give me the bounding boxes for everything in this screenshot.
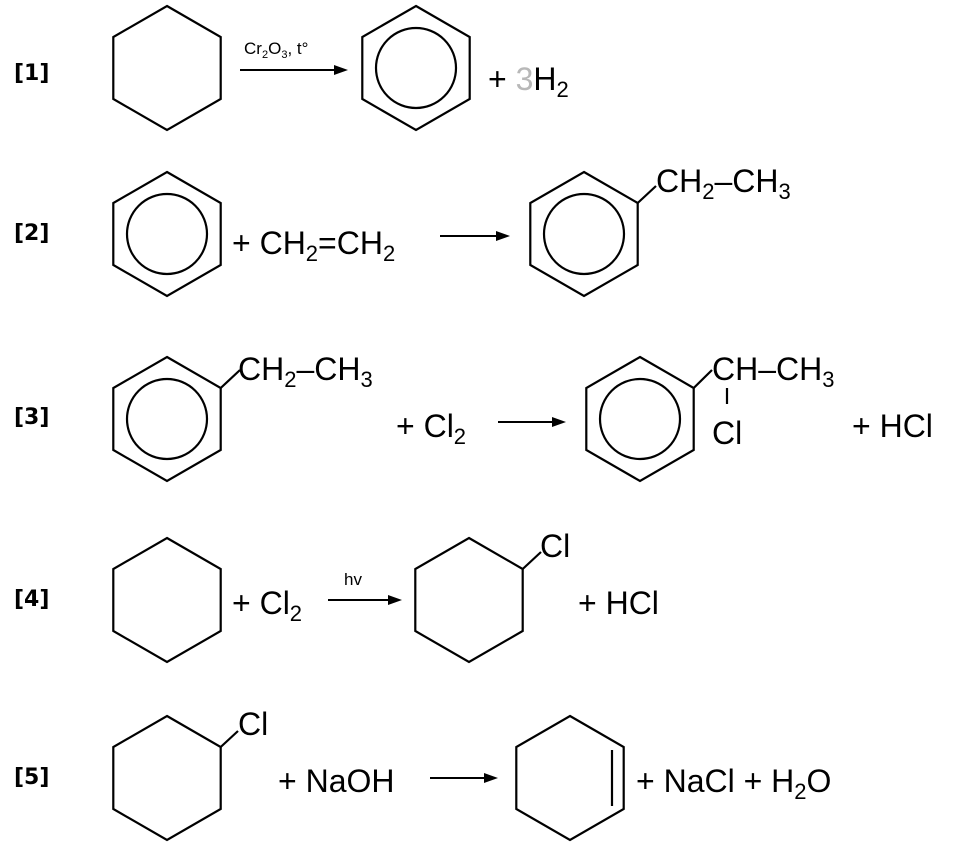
byproduct-hcl: + HCl [852, 408, 933, 444]
cyclohexene-ring [515, 714, 625, 842]
ethyl-substituent: CH2–CH3 [656, 163, 791, 204]
benzene-ring [361, 4, 471, 132]
byproduct-hcl: + HCl [578, 585, 659, 621]
reaction-3: [3] CH2–CH3 + Cl2 CH–CH3 Cl + HCl [14, 351, 933, 483]
product-hydrogen: + 3H2 [488, 61, 569, 102]
reaction-arrow [440, 231, 510, 241]
cyclohexane-ring [112, 4, 222, 132]
benzene-ring [112, 170, 222, 298]
reaction-condition: hv [344, 570, 362, 589]
substituent-bond [219, 369, 241, 389]
c-cl-bond [521, 551, 542, 570]
reaction-arrow [240, 65, 348, 75]
reagent-chlorine: + Cl2 [396, 408, 466, 449]
reaction-condition: Cr2O3, t° [244, 39, 308, 61]
reaction-4: [4] + Cl2 hv Cl + HCl [14, 528, 659, 664]
cyclohexane-ring [112, 714, 222, 842]
benzene-ring [585, 355, 695, 483]
cyclohexane-ring [112, 536, 222, 664]
reaction-1: [1] Cr2O3, t° + 3H2 [14, 4, 569, 132]
substituent-bond [636, 185, 657, 204]
reaction-arrow [328, 595, 402, 605]
reaction-arrow [430, 773, 498, 783]
c-cl-bond [219, 730, 239, 748]
benzene-ring [529, 170, 639, 298]
chloroethyl-substituent: CH–CH3 [712, 351, 834, 392]
reaction-arrow [498, 417, 566, 427]
chlorine-atom: Cl [712, 415, 742, 451]
chlorine-atom: Cl [238, 706, 268, 742]
reaction-label: [4] [14, 587, 49, 612]
chlorine-atom: Cl [540, 528, 570, 564]
reaction-label: [5] [14, 765, 49, 790]
reagent-chlorine: + Cl2 [232, 585, 302, 626]
benzene-ring [112, 355, 222, 483]
reaction-5: [5] Cl + NaOH + NaCl + H2O [14, 706, 831, 842]
ethyl-substituent: CH2–CH3 [238, 351, 373, 392]
reaction-2: [2] + CH2=CH2 CH2–CH3 [14, 163, 791, 298]
reaction-label: [3] [14, 405, 49, 430]
reaction-label: [2] [14, 221, 49, 246]
substituent-bond [692, 369, 713, 389]
byproducts: + NaCl + H2O [636, 763, 831, 804]
cyclohexane-ring [414, 536, 524, 664]
reagent-naoh: + NaOH [278, 763, 394, 799]
reaction-label: [1] [14, 61, 49, 86]
reactant-ethene: + CH2=CH2 [232, 225, 395, 266]
